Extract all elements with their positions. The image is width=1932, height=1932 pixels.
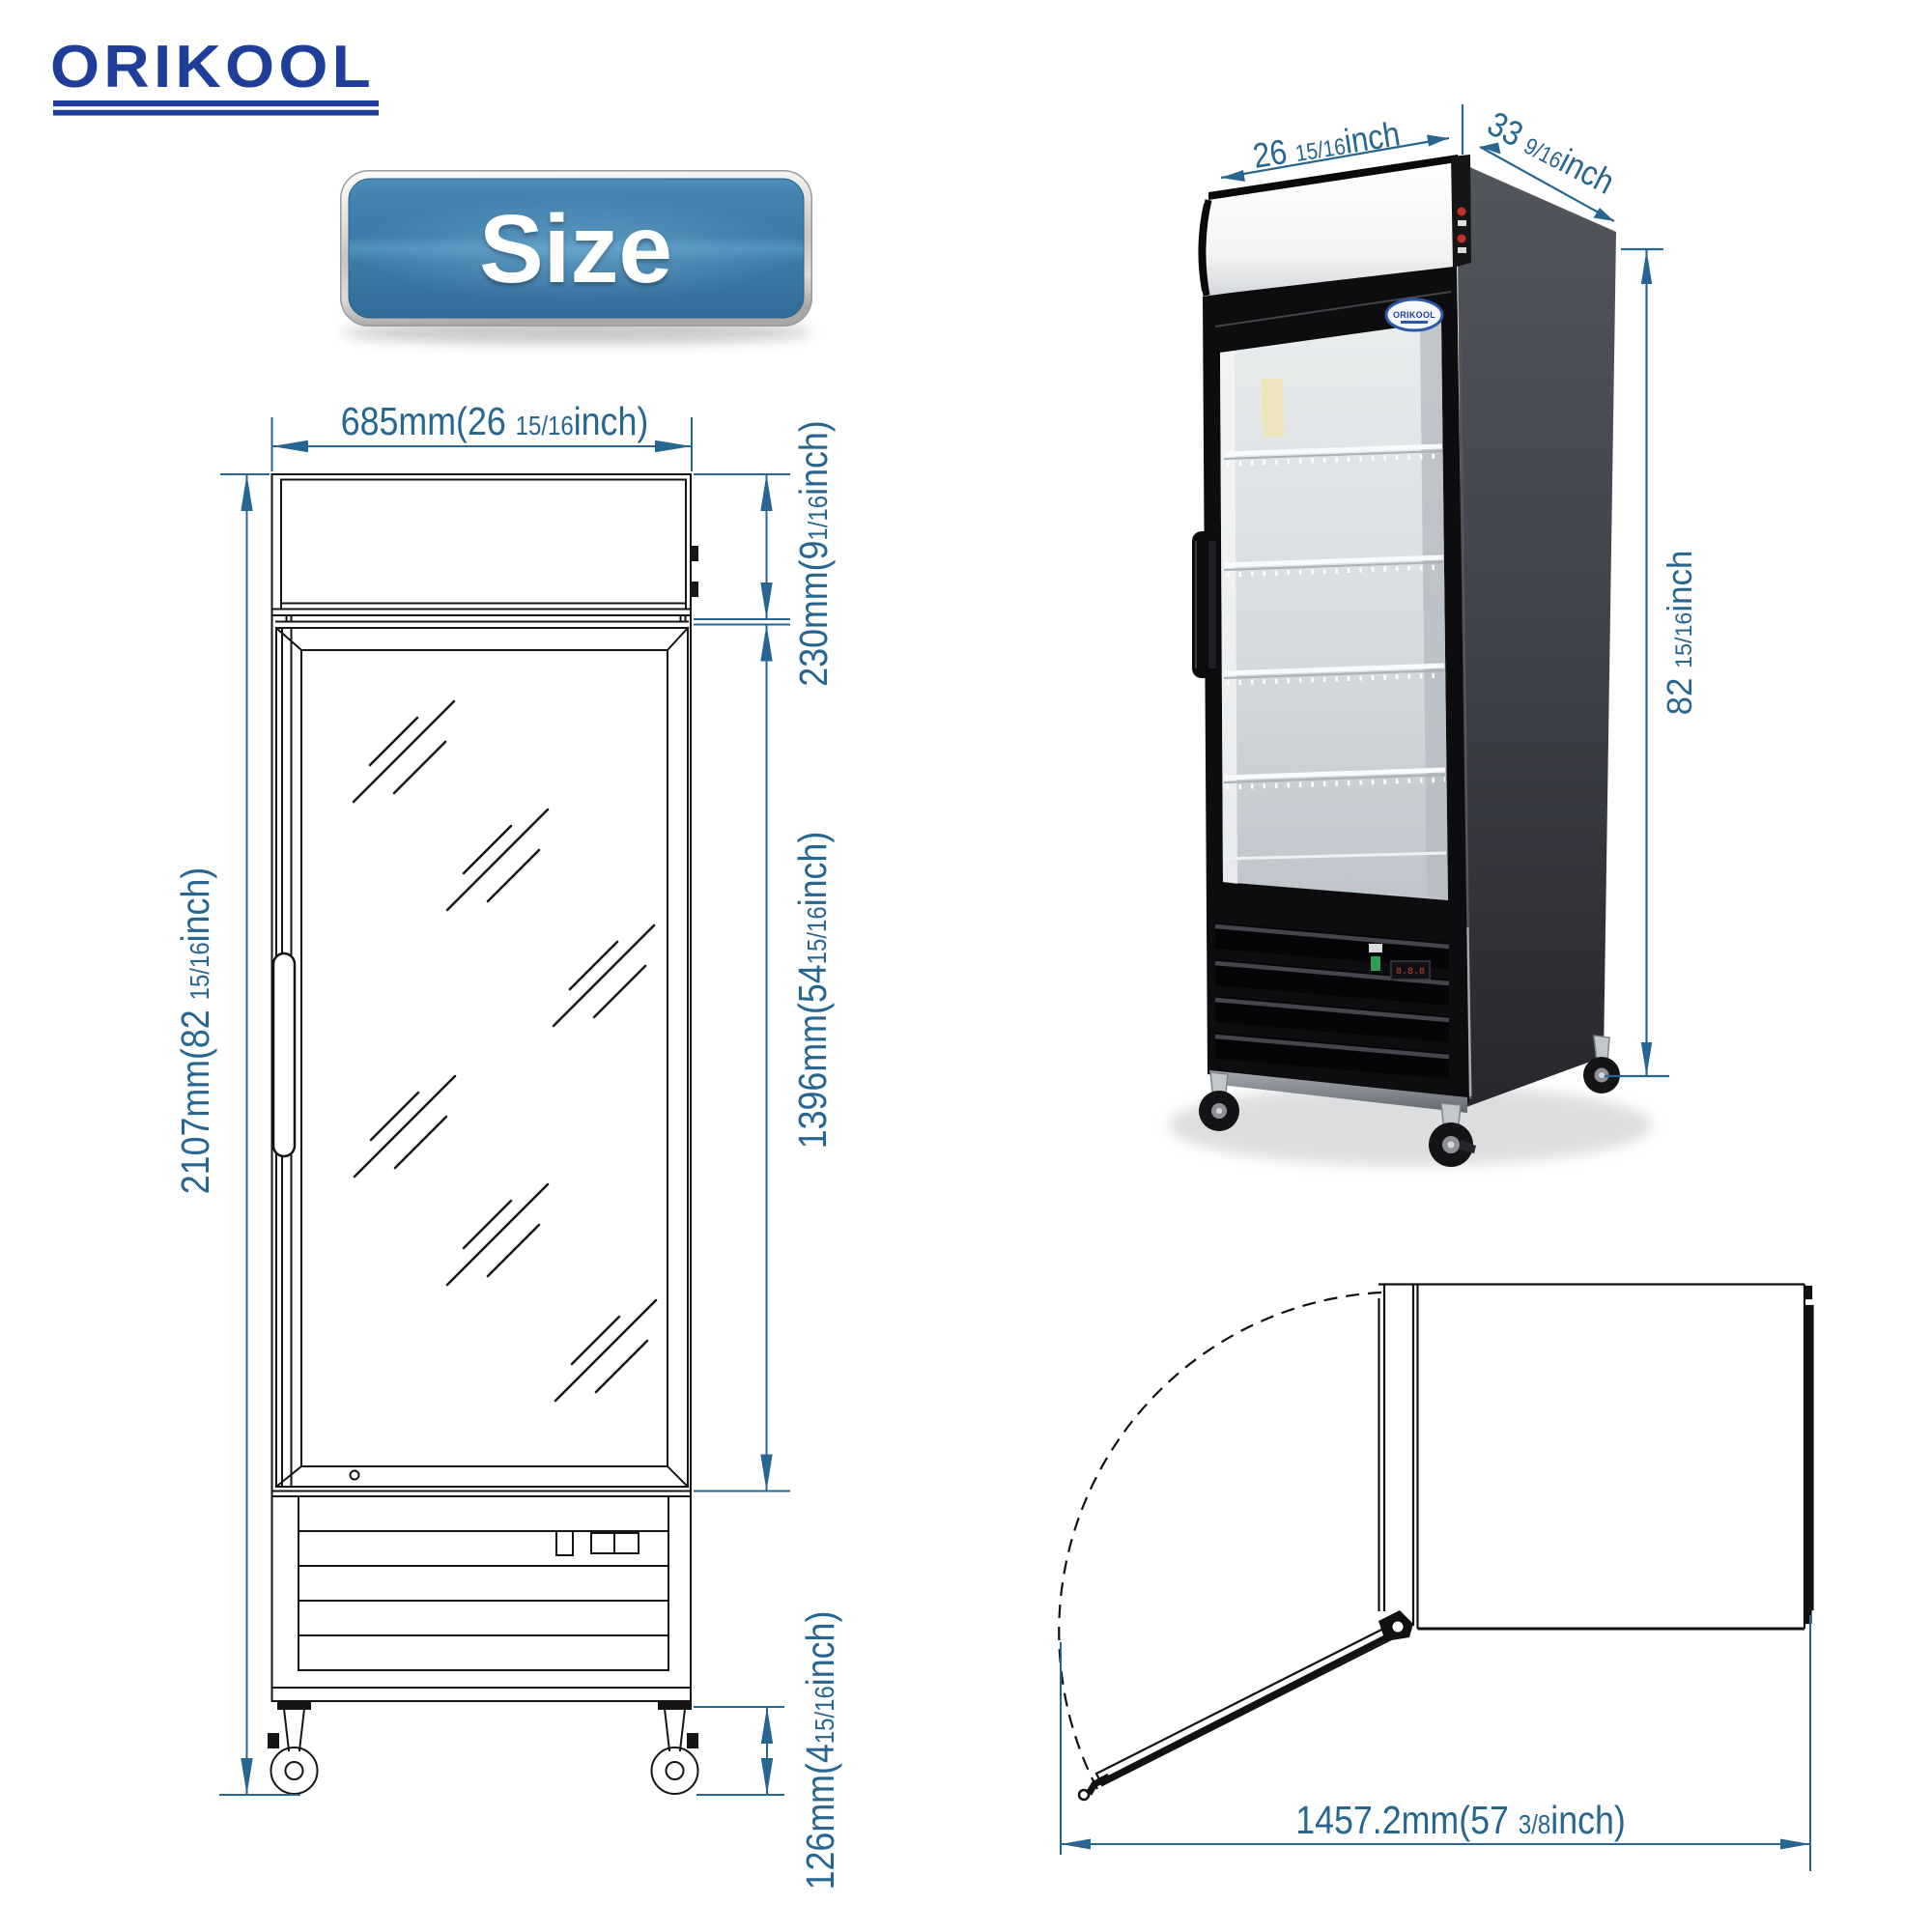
svg-text:1396mm(5415/16inch): 1396mm(5415/16inch) xyxy=(791,832,836,1150)
svg-text:230mm(91/16inch): 230mm(91/16inch) xyxy=(792,420,837,686)
svg-text:685mm(26 15/16inch): 685mm(26 15/16inch) xyxy=(341,400,649,444)
svg-text:82 15/16inch: 82 15/16inch xyxy=(1661,551,1700,716)
svg-text:126mm(415/16inch): 126mm(415/16inch) xyxy=(799,1611,843,1890)
svg-text:2107mm(82 15/16inch): 2107mm(82 15/16inch) xyxy=(174,867,218,1194)
svg-text:ORIKOOL: ORIKOOL xyxy=(50,34,375,100)
svg-text:Size: Size xyxy=(479,195,672,303)
svg-text:1457.2mm(57 3/8inch): 1457.2mm(57 3/8inch) xyxy=(1295,1799,1626,1843)
svg-text:ORIKOOL: ORIKOOL xyxy=(1393,310,1435,320)
svg-text:8.8.8: 8.8.8 xyxy=(1396,967,1425,978)
